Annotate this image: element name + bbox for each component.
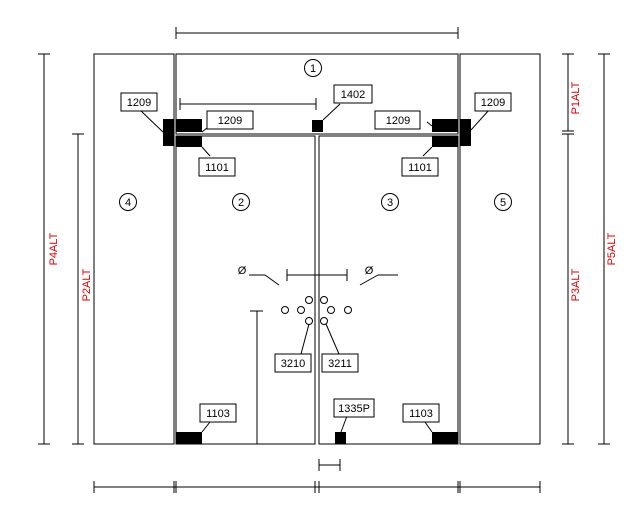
svg-text:1402: 1402 [341, 89, 365, 101]
label-1101-left: 1101 [198, 157, 236, 177]
label-1335p: 1335P [333, 398, 375, 418]
label-1209-inner-left: 1209 [206, 110, 254, 130]
hole [305, 317, 313, 325]
hardware-1101-right [432, 136, 458, 147]
panel-marker-1: 1 [304, 59, 322, 77]
dimension-label-p4alt: P4ALT [48, 232, 60, 265]
svg-text:3210: 3210 [281, 358, 305, 370]
label-1209-outer-left: 1209 [120, 92, 158, 112]
panel-number-3: 3 [387, 197, 393, 209]
label-3210: 3210 [274, 353, 312, 373]
label-1209-outer-right: 1209 [474, 92, 512, 112]
label-3211: 3211 [321, 353, 359, 373]
panel-5-frame [459, 53, 541, 445]
dimension-p1alt: P1ALT [562, 53, 582, 132]
top-dimension [175, 27, 459, 39]
leader-lines [139, 103, 490, 433]
hole-pattern [281, 296, 352, 325]
svg-text:1101: 1101 [408, 162, 432, 174]
hardware-1209-inner-left [176, 119, 202, 132]
gap-dimension [318, 459, 341, 471]
hole [344, 306, 352, 314]
svg-text:1209: 1209 [481, 97, 505, 109]
panel-number-4: 4 [125, 197, 131, 209]
panel-3-frame [318, 135, 459, 445]
panel-number-5: 5 [500, 197, 506, 209]
label-1402: 1402 [333, 84, 373, 104]
hardware-1335p [335, 432, 346, 444]
hole [305, 296, 313, 304]
hardware-1209-outer-left [163, 119, 174, 146]
panel-marker-3: 3 [381, 193, 399, 211]
panel-marker-2: 2 [232, 193, 250, 211]
panel-marker-4: 4 [119, 193, 137, 211]
svg-text:1101: 1101 [205, 162, 229, 174]
hardware-1209-outer-right [460, 119, 471, 146]
panel-2-frame [175, 135, 316, 445]
diameter-symbol-left: Ø [238, 265, 247, 277]
panel-4-frame [93, 53, 175, 445]
panel-marker-5: 5 [494, 193, 512, 211]
hardware-1209-inner-right [432, 119, 458, 132]
label-1103-right: 1103 [402, 403, 440, 423]
hole [281, 306, 289, 314]
dimension-label-p3alt: P3ALT [570, 268, 582, 301]
dimension-p4alt: P4ALT [38, 53, 60, 445]
bottom-chain-dimension [93, 481, 541, 493]
svg-text:1103: 1103 [206, 408, 230, 420]
hole [297, 306, 305, 314]
hardware-1402 [312, 120, 323, 132]
dimension-p2alt: P2ALT [72, 133, 93, 445]
hardware-1103-left [176, 432, 202, 444]
svg-text:3211: 3211 [328, 358, 352, 370]
dimension-label-p2alt: P2ALT [81, 268, 93, 301]
panel-number-2: 2 [238, 197, 244, 209]
svg-text:1209: 1209 [127, 97, 151, 109]
dimension-p3alt: P3ALT [562, 133, 582, 445]
svg-text:1209: 1209 [386, 115, 410, 127]
label-1101-right: 1101 [401, 157, 439, 177]
hardware-1103-right [432, 432, 458, 444]
dimension-label-p1alt: P1ALT [570, 81, 582, 114]
panel-1-inner-dimension [179, 98, 317, 110]
label-1209-inner-right: 1209 [374, 110, 421, 130]
hole [320, 317, 328, 325]
panel-number-1: 1 [310, 63, 316, 75]
svg-text:1209: 1209 [218, 115, 242, 127]
svg-text:1335P: 1335P [338, 403, 370, 415]
hardware-1101-left [176, 136, 202, 147]
dimension-label-p5alt: P5ALT [606, 232, 618, 265]
hole [320, 296, 328, 304]
diameter-symbol-right: Ø [365, 265, 374, 277]
label-1103-left: 1103 [199, 403, 237, 423]
panel-1-frame [175, 53, 459, 135]
dimension-p5alt: P5ALT [598, 53, 618, 445]
hole-dimension [249, 269, 398, 444]
svg-text:1103: 1103 [409, 408, 433, 420]
hole [327, 306, 335, 314]
